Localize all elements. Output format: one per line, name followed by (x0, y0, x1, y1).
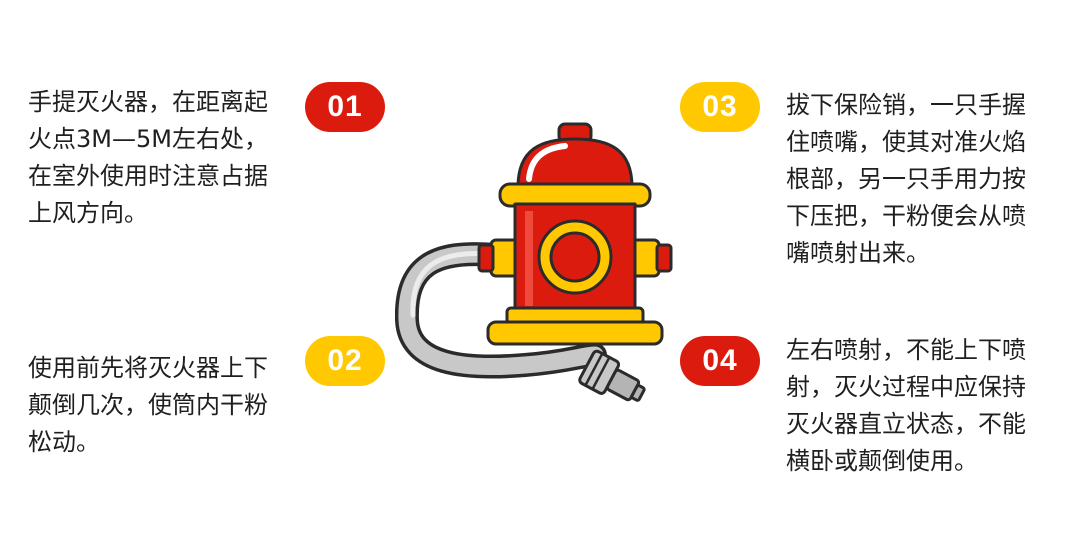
step-01-text: 手提灭火器，在距离起 火点3M—5M左右处， 在室外使用时注意占据 上风方向。 (28, 84, 268, 232)
fire-hydrant-with-hose-icon (395, 122, 673, 402)
step-02-text: 使用前先将灭火器上下 颠倒几次，使筒内干粉 松动。 (28, 350, 268, 461)
hydrant-center-port (549, 231, 601, 283)
step-04-line-2: 射，灭火过程中应保持 (786, 373, 1026, 401)
step-02-badge: 02 (305, 336, 385, 386)
step-01-line-3: 在室外使用时注意占据 (28, 162, 268, 190)
hydrant-base (486, 320, 664, 346)
step-04-line-4: 横卧或颠倒使用。 (786, 447, 978, 475)
step-04-badge: 04 (680, 336, 760, 386)
step-04-line-3: 灭火器直立状态，不能 (786, 410, 1026, 438)
step-03-line-2: 住喷嘴，使其对准火焰 (786, 128, 1026, 156)
hose-highlight (410, 250, 494, 318)
step-01-line-4: 上风方向。 (28, 199, 148, 227)
step-02-line-1: 使用前先将灭火器上下 (28, 354, 268, 382)
step-03-line-5: 嘴喷射出来。 (786, 239, 930, 267)
step-02-line-2: 颠倒几次，使筒内干粉 (28, 391, 268, 419)
step-03-line-4: 下压把，干粉便会从喷 (786, 202, 1026, 230)
step-03-line-1: 拔下保险销，一只手握 (786, 91, 1026, 119)
nozzle-icon (578, 349, 646, 402)
step-04-text: 左右喷射，不能上下喷 射，灭火过程中应保持 灭火器直立状态，不能 横卧或颠倒使用… (786, 332, 1026, 480)
step-01-line-1: 手提灭火器，在距离起 (28, 88, 268, 116)
step-04-line-1: 左右喷射，不能上下喷 (786, 336, 1026, 364)
step-03-line-3: 根部，另一只手用力按 (786, 165, 1026, 193)
step-02-line-3: 松动。 (28, 428, 100, 456)
step-01-line-2: 火点3M—5M左右处， (28, 125, 268, 153)
step-03-badge: 03 (680, 82, 760, 132)
step-01-badge: 01 (305, 82, 385, 132)
step-03-text: 拔下保险销，一只手握 住喷嘴，使其对准火焰 根部，另一只手用力按 下压把，干粉便… (786, 87, 1026, 272)
